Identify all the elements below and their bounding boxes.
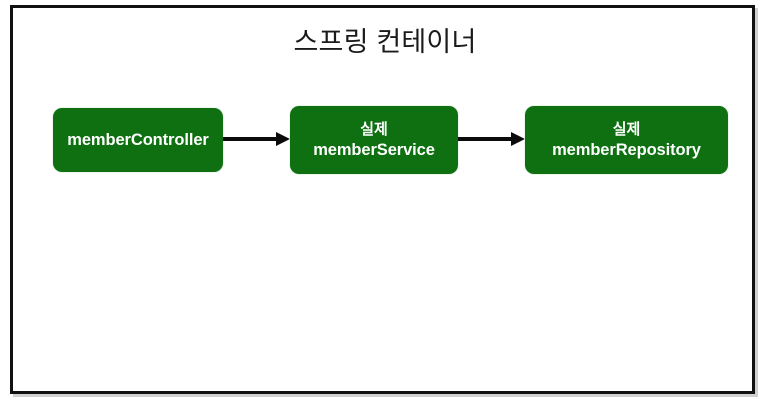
arrow-shaft xyxy=(458,137,513,141)
bean-label-member-controller: memberController xyxy=(67,131,209,149)
bean-label-member-service: memberService xyxy=(313,141,435,159)
spring-container-title: 스프링 컨테이너 xyxy=(293,27,477,57)
bean-node-member-controller[interactable]: memberController xyxy=(53,108,223,172)
arrowhead-icon xyxy=(276,132,290,146)
bean-label-member-service-prefix: 실제 xyxy=(360,121,388,138)
spring-container-frame xyxy=(10,5,755,394)
bean-node-member-service[interactable]: 실제 memberService xyxy=(290,106,458,174)
bean-label-member-repository-prefix: 실제 xyxy=(612,121,641,138)
arrow-controller-to-service xyxy=(223,132,290,146)
arrow-service-to-repository xyxy=(458,132,525,146)
bean-label-member-repository: memberRepository xyxy=(552,141,701,159)
arrow-shaft xyxy=(223,137,278,141)
arrowhead-icon xyxy=(511,132,525,146)
bean-node-member-repository[interactable]: 실제 memberRepository xyxy=(525,106,728,174)
